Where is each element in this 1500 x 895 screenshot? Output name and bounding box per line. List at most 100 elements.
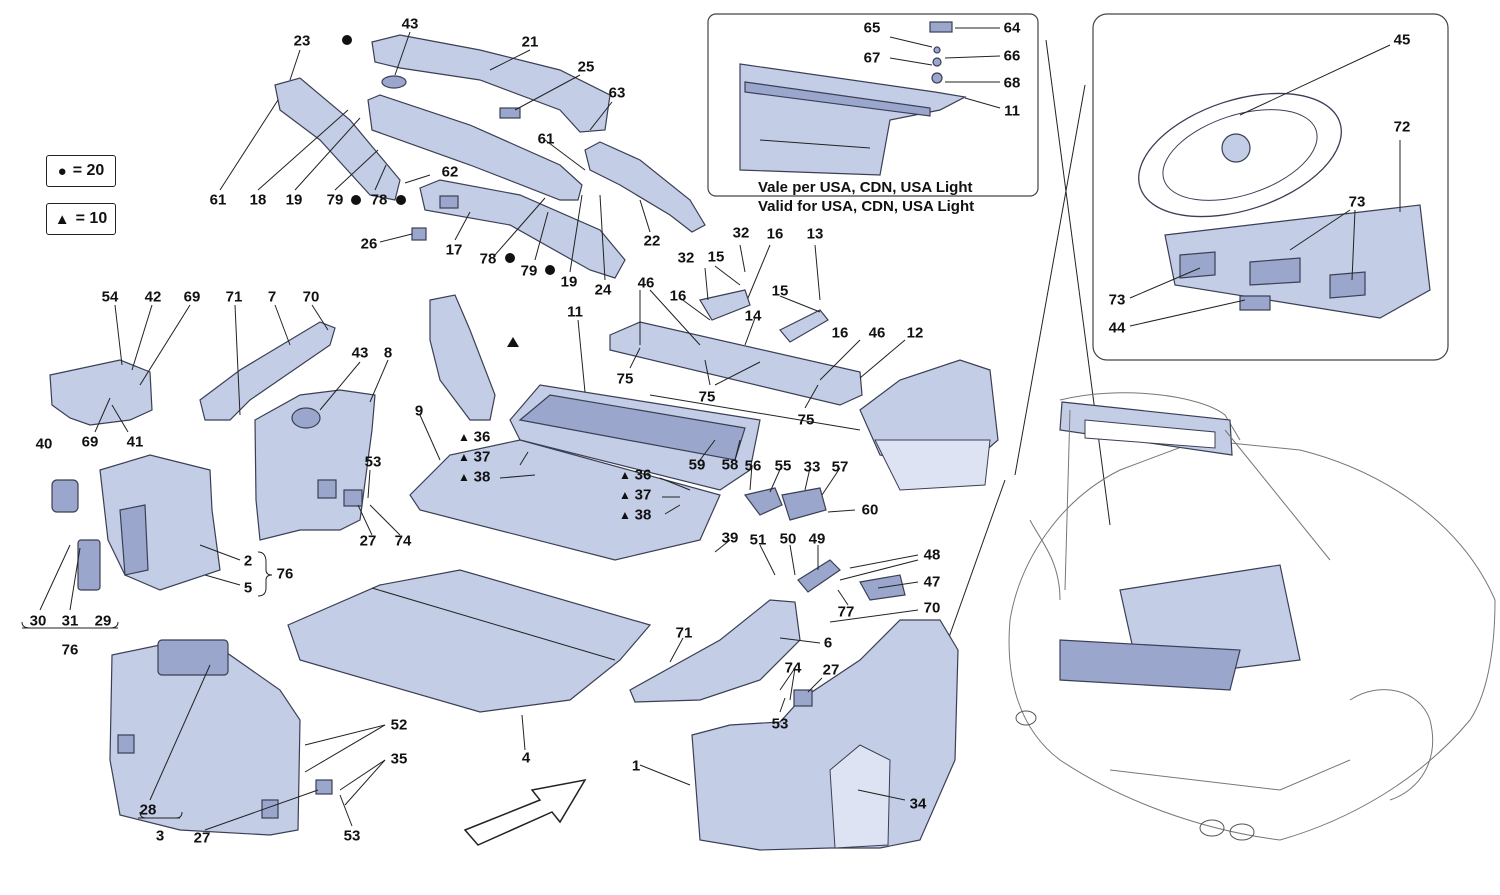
callout-label: 72 — [1393, 118, 1411, 136]
callout-label: 71 — [225, 288, 243, 306]
callout-label: 2 — [243, 552, 253, 570]
callout-label: 64 — [1003, 19, 1021, 37]
inset-usa-note-it: Vale per USA, CDN, USA Light — [758, 179, 973, 196]
callout-label: 36 — [634, 466, 652, 484]
callout-label: 58 — [721, 456, 739, 474]
circle-symbol: ● — [57, 162, 67, 180]
part-1-panel — [691, 619, 959, 851]
callout-label: 37 — [634, 486, 652, 504]
part-49-47-brackets — [797, 559, 906, 601]
callout-label: 8 — [383, 344, 393, 362]
legend-triangle: ▲ = 10 — [46, 203, 116, 235]
callout-label: 22 — [643, 232, 661, 250]
triangle-markers — [507, 337, 519, 347]
callout-label: 51 — [749, 531, 767, 549]
callout-label: 70 — [302, 288, 320, 306]
part-23-rail — [274, 77, 401, 201]
callout-label: 75 — [698, 388, 716, 406]
part-26-clip — [411, 227, 427, 241]
usa-panel-part — [739, 21, 967, 176]
callout-label: 74 — [784, 659, 802, 677]
callout-label: 79 — [326, 191, 344, 209]
callout-label: 45 — [1393, 31, 1411, 49]
spare-inset-leaders — [1129, 44, 1401, 327]
callout-label: 4 — [521, 749, 531, 767]
part-2-panel — [99, 454, 221, 591]
callout-label: 16 — [766, 225, 784, 243]
part-6-trim — [629, 599, 801, 703]
direction-arrow — [463, 778, 587, 846]
callout-label: 73 — [1108, 291, 1126, 309]
callout-label: 59 — [688, 456, 706, 474]
part-8-panel — [254, 389, 376, 541]
callout-label: 16 — [669, 287, 687, 305]
callout-label: 11 — [567, 303, 583, 321]
tri-marker: ▲ — [619, 488, 631, 502]
callout-label: 78 — [479, 250, 497, 268]
tri-marker: ▲ — [458, 430, 470, 444]
callout-label: 46 — [868, 324, 886, 342]
callout-label: 43 — [401, 15, 419, 33]
callout-label: 19 — [560, 273, 578, 291]
callout-label: 11 — [1004, 102, 1020, 120]
callout-label: 1 — [631, 757, 641, 775]
part-43-cap — [381, 75, 407, 89]
callout-label: 75 — [797, 411, 815, 429]
part-40-bracket — [51, 479, 79, 513]
legend-circle-value: = 20 — [72, 162, 105, 179]
callout-label: 56 — [744, 457, 762, 475]
callout-label: 52 — [390, 716, 408, 734]
callout-label: 21 — [521, 33, 539, 51]
callout-label: 28 — [139, 801, 157, 819]
callout-label: 69 — [183, 288, 201, 306]
part-54-bracket — [49, 359, 153, 426]
callout-label: 3 — [155, 827, 165, 845]
callout-label: 7 — [267, 288, 277, 306]
callout-label: 33 — [803, 458, 821, 476]
tri-marker: ▲ — [458, 450, 470, 464]
part-3-panel — [109, 639, 301, 836]
callout-label: 68 — [1003, 74, 1021, 92]
circle-markers — [342, 35, 555, 275]
inset-usa-note-en: Valid for USA, CDN, USA Light — [758, 198, 975, 215]
part-55-33-clips — [743, 487, 827, 521]
callout-label: 47 — [923, 573, 941, 591]
part-21-trim — [371, 34, 611, 133]
callout-label: 29 — [94, 612, 112, 630]
callout-label: 54 — [101, 288, 119, 306]
part-25-clip — [499, 107, 521, 119]
part-27-plug-c — [315, 779, 333, 795]
callout-label: 18 — [249, 191, 267, 209]
callout-label: 39 — [721, 529, 739, 547]
part-19-rail — [367, 94, 583, 201]
callout-label: 42 — [144, 288, 162, 306]
callout-label: 38 — [473, 468, 491, 486]
callout-label: 53 — [364, 453, 382, 471]
callout-label: 66 — [1003, 47, 1021, 65]
tri-marker: ▲ — [458, 470, 470, 484]
part-44-trim — [429, 294, 496, 421]
callout-label: 76 — [61, 641, 79, 659]
callout-label: 40 — [35, 435, 53, 453]
callout-label: 13 — [806, 225, 824, 243]
callout-label: 73 — [1348, 193, 1366, 211]
part-27-plug-b — [793, 689, 813, 707]
callout-label: 34 — [909, 795, 927, 813]
callout-label: 27 — [193, 829, 211, 847]
callout-label: 60 — [861, 501, 879, 519]
callout-label: 27 — [359, 532, 377, 550]
callout-label: 78 — [370, 191, 388, 209]
callout-label: 79 — [520, 262, 538, 280]
callout-label: 19 — [285, 191, 303, 209]
legend-circle: ● = 20 — [46, 155, 116, 187]
callout-label: 53 — [771, 715, 789, 733]
callout-label: 44 — [1108, 319, 1126, 337]
callout-label: 43 — [351, 344, 369, 362]
callout-label: 16 — [831, 324, 849, 342]
callout-label: 24 — [594, 281, 612, 299]
callout-label: 5 — [243, 579, 253, 597]
callout-label: 25 — [577, 58, 595, 76]
callout-label: 76 — [276, 565, 294, 583]
callout-label: 67 — [863, 49, 881, 67]
